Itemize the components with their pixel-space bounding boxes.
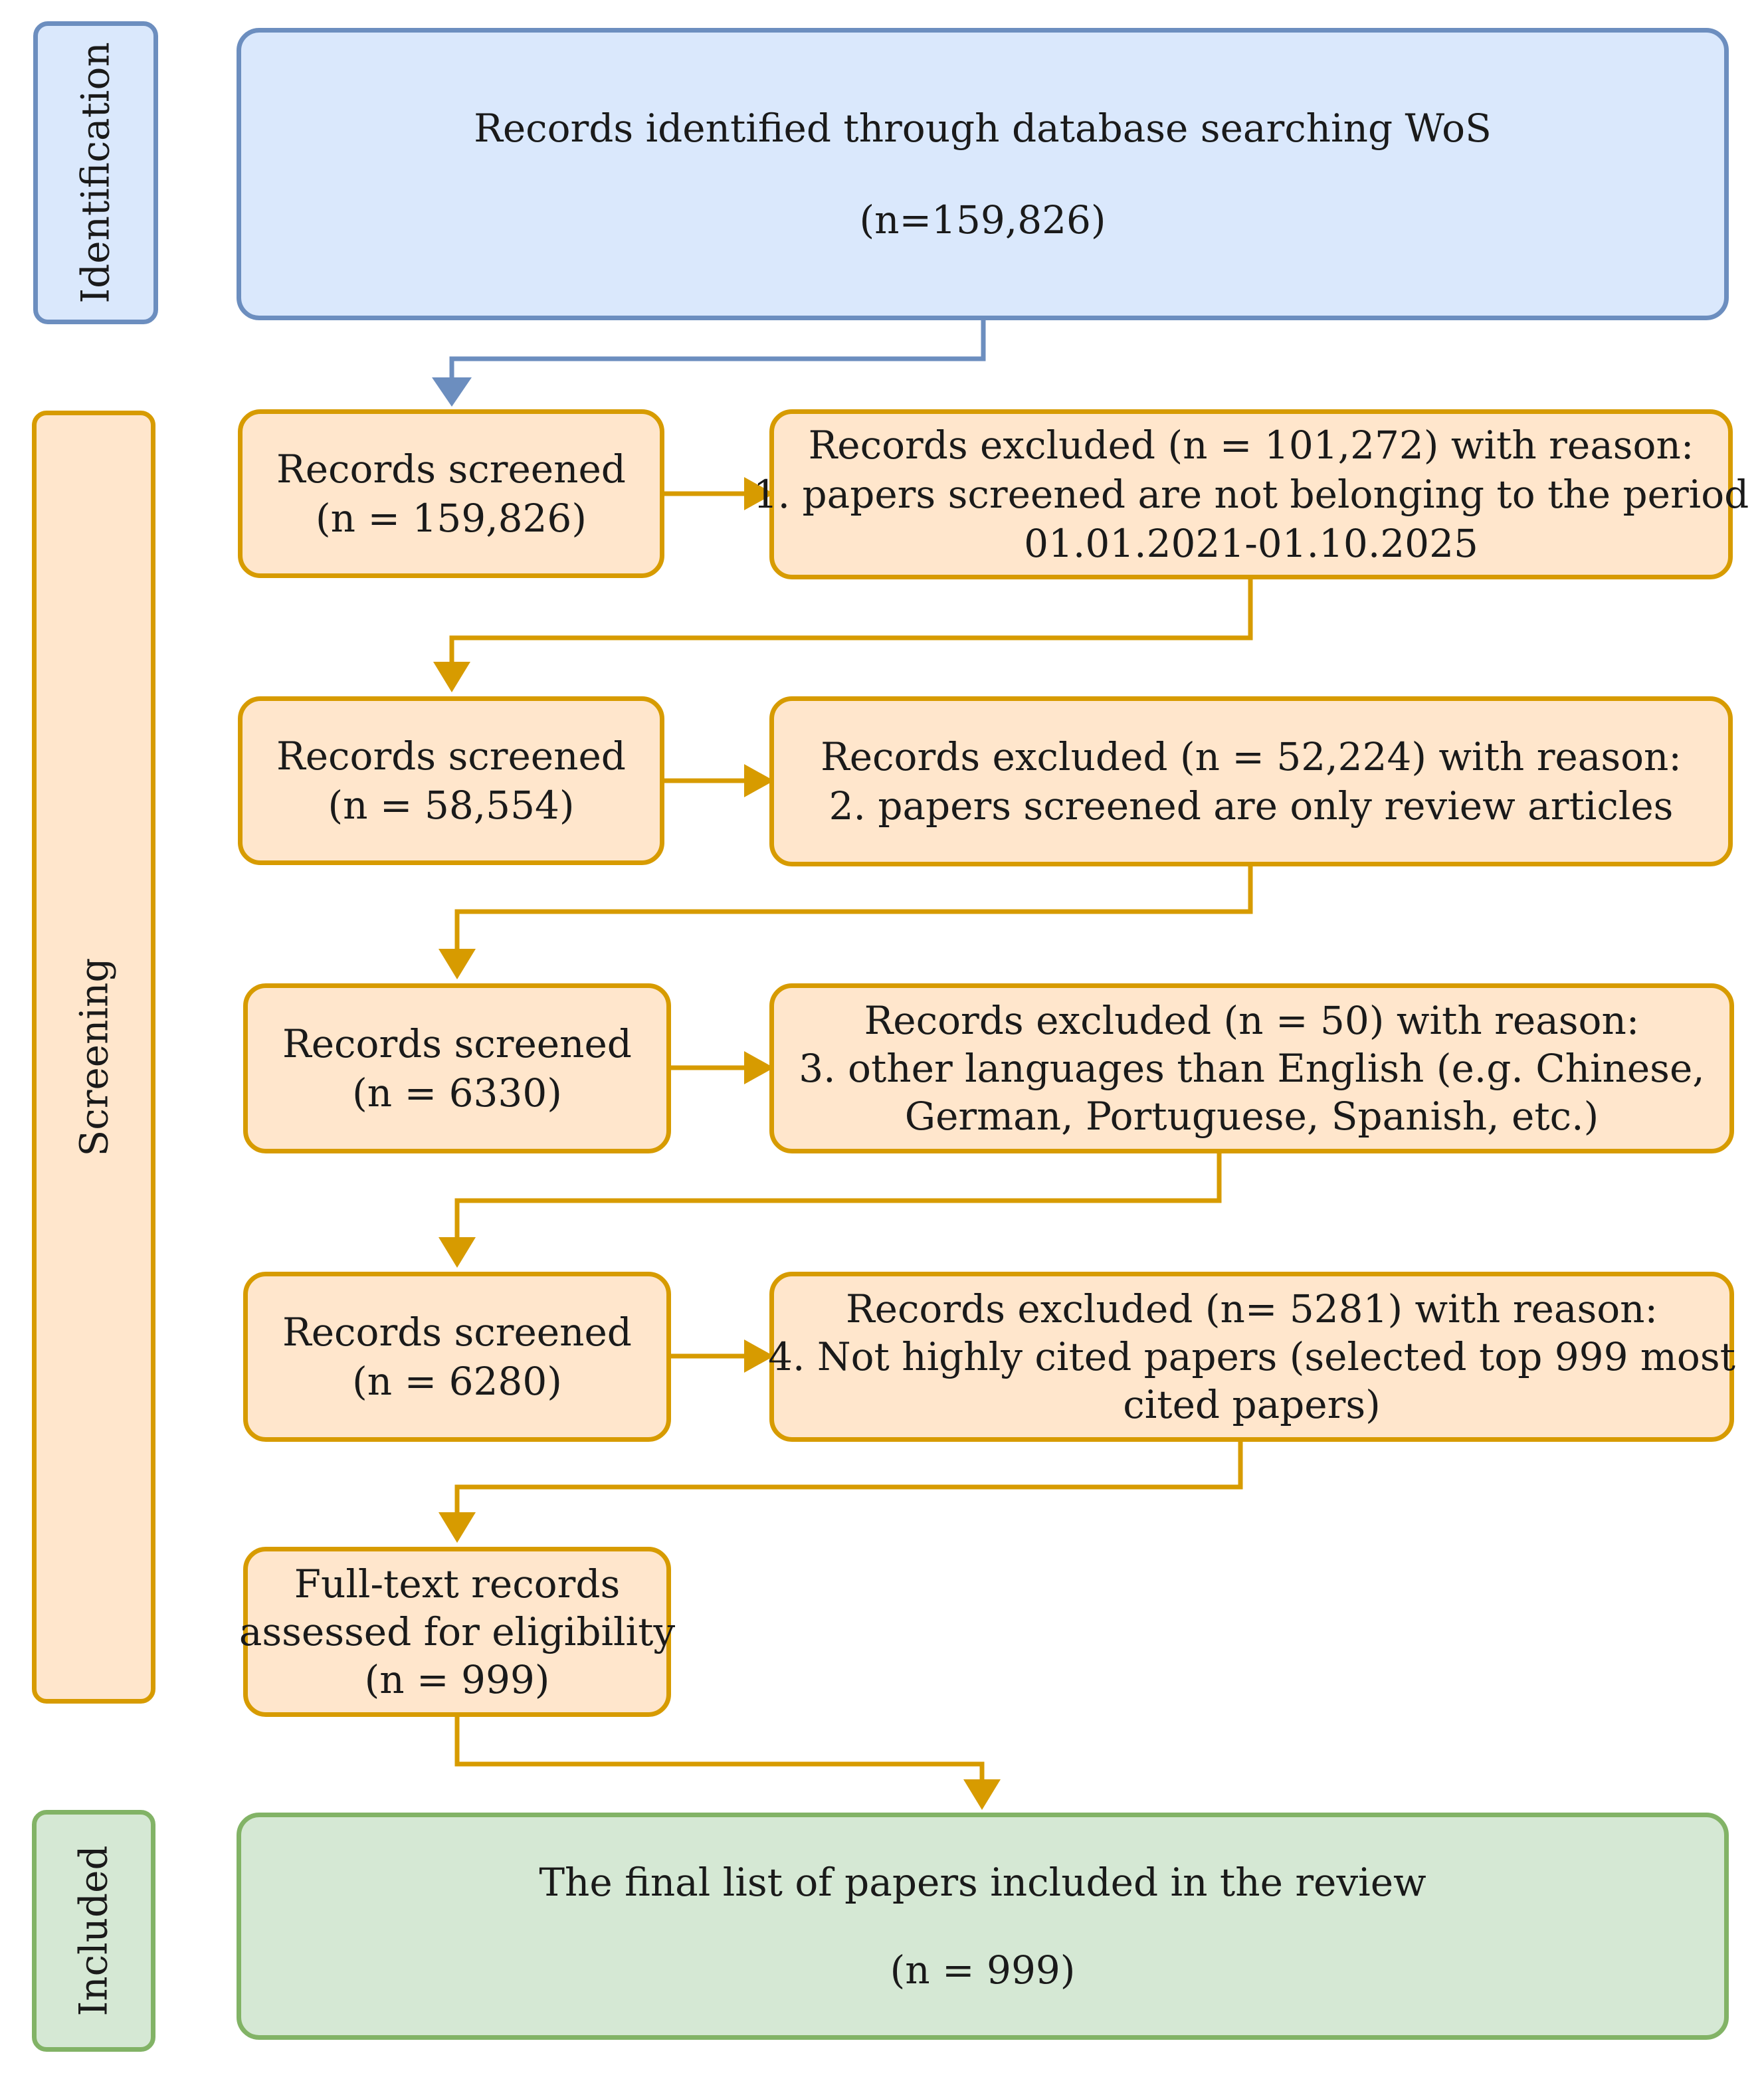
identification-box: Records identified through database sear… [237, 28, 1729, 320]
eligibility-count: (n = 999) [364, 1657, 550, 1702]
arrow-excluded4-to-eligibility [454, 1440, 1243, 1528]
arrowhead-step2 [433, 662, 470, 692]
screened-label: Records screened [276, 734, 626, 779]
excluded-reason: 3. other languages than English (e.g. Ch… [799, 1046, 1705, 1091]
eligibility-label: Full-text records [294, 1561, 621, 1607]
screened-label: Records screened [282, 1021, 632, 1066]
excluded-heading: Records excluded (n= 5281) with reason: [845, 1286, 1658, 1332]
phase-included-text: Included [71, 1845, 117, 2017]
screened-label: Records screened [282, 1310, 632, 1355]
arrow-excluded2-to-step3 [454, 865, 1253, 965]
excluded-reason-cont: cited papers) [1123, 1382, 1381, 1427]
screened-label: Records screened [276, 446, 626, 492]
included-box: The final list of papers included in the… [237, 1813, 1729, 2040]
screened-count: (n = 159,826) [316, 496, 587, 541]
identification-count: (n=159,826) [859, 197, 1106, 243]
excluded-heading: Records excluded (n = 52,224) with reaso… [821, 734, 1682, 779]
arrowhead-excluded4 [744, 1339, 774, 1373]
screened-count: (n = 58,554) [328, 783, 575, 828]
excluded-box-3: Records excluded (n = 50) with reason: 3… [769, 983, 1734, 1153]
arrow-identification-to-screening [449, 319, 986, 392]
included-count: (n = 999) [890, 1947, 1076, 1993]
phase-label-included: Included [32, 1810, 155, 2052]
included-title: The final list of papers included in the… [539, 1860, 1426, 1905]
excluded-reason-cont: German, Portuguese, Spanish, etc.) [904, 1094, 1599, 1139]
arrowhead-excluded2 [744, 764, 774, 797]
eligibility-box: Full-text records assessed for eligibili… [239, 1547, 675, 1717]
arrowhead-step4 [439, 1237, 476, 1268]
screened-count: (n = 6280) [352, 1359, 562, 1404]
excluded-reason: 2. papers screened are only review artic… [829, 783, 1674, 829]
phase-label-screening: Screening [32, 411, 155, 1704]
excluded-heading: Records excluded (n = 101,272) with reas… [808, 423, 1694, 468]
phase-identification-text: Identification [73, 42, 118, 304]
arrowhead-excluded1 [744, 477, 774, 510]
excluded-reason: 1. papers screened are not belonging to … [753, 472, 1749, 517]
arrow-eligibility-to-included [454, 1716, 985, 1794]
excluded-box-1: Records excluded (n = 101,272) with reas… [753, 409, 1749, 579]
excluded-box-4: Records excluded (n= 5281) with reason: … [768, 1272, 1735, 1442]
screened-box-4: Records screened (n = 6280) [243, 1272, 671, 1442]
arrow-excluded1-to-step2 [449, 578, 1253, 678]
excluded-reason: 4. Not highly cited papers (selected top… [768, 1334, 1735, 1379]
phase-label-identification: Identification [33, 21, 158, 324]
screened-count: (n = 6330) [352, 1070, 562, 1116]
arrow-excluded3-to-step4 [454, 1153, 1222, 1253]
screened-box-3: Records screened (n = 6330) [243, 983, 671, 1153]
arrowhead-step3 [439, 949, 476, 979]
arrowhead-included [963, 1779, 1001, 1810]
identification-title: Records identified through database sear… [474, 106, 1492, 151]
arrowhead-excluded3 [744, 1051, 774, 1084]
screened-box-2: Records screened (n = 58,554) [238, 696, 664, 865]
screened-box-1: Records screened (n = 159,826) [238, 409, 664, 578]
arrowhead-eligibility [439, 1512, 476, 1543]
excluded-reason-cont: 01.01.2021-01.10.2025 [1024, 521, 1478, 566]
excluded-heading: Records excluded (n = 50) with reason: [864, 998, 1640, 1043]
phase-screening-text: Screening [71, 957, 117, 1157]
eligibility-label-cont: assessed for eligibility [239, 1609, 676, 1654]
excluded-box-2: Records excluded (n = 52,224) with reaso… [769, 696, 1733, 866]
arrowhead-identification [432, 377, 472, 407]
